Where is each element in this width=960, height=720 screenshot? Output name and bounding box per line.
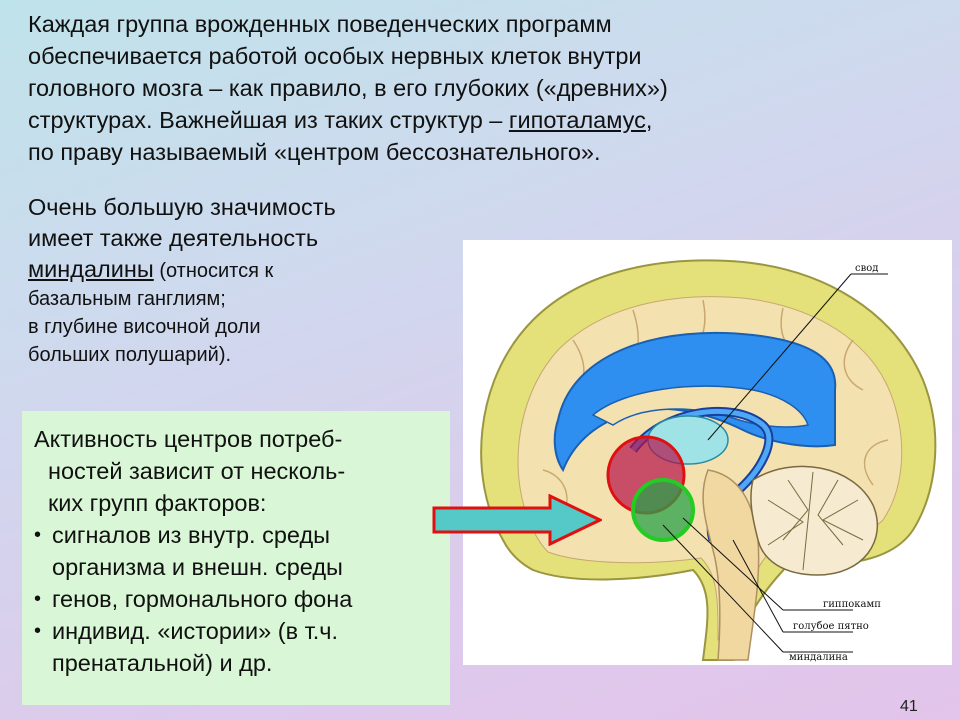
list-item-line-2: пренатальной) и др. (52, 650, 273, 676)
label-amygdala: миндалина (789, 652, 848, 663)
intro-line-4-pre: структурах. Важнейшая из таких структур … (28, 107, 509, 133)
amygdala-line-6: больших полушарий). (28, 344, 232, 366)
page-number: 41 (900, 698, 918, 715)
amygdala-line-5: в глубине височной доли (28, 316, 261, 338)
list-item-line-1: индивид. «истории» (в т.ч. (52, 618, 339, 644)
intro-line-4-post: , (645, 107, 653, 133)
intro-line-5: по праву называемый «центром бессознател… (28, 139, 601, 165)
intro-line-1: Каждая группа врожденных поведенческих п… (28, 11, 612, 37)
intro-line-4: структурах. Важнейшая из таких структур … (28, 104, 848, 136)
arrow-right-icon (432, 493, 604, 547)
bullet-icon: • (34, 620, 42, 642)
brain-diagram: свод гиппокамп голубое пятно миндалина (480, 259, 937, 663)
callout-lead-2: ностей зависит от несколь- (48, 458, 346, 484)
cerebellum (750, 465, 879, 576)
factors-list: • сигналов из внутр. среды организма и в… (34, 519, 440, 679)
label-hippocampus: гиппокамп (823, 599, 881, 610)
list-item-line-2: организма и внешн. среды (52, 554, 343, 580)
list-item: • генов, гормонального фона (34, 583, 440, 615)
amygdala-line-3-post: (относится к (153, 260, 274, 282)
amygdala-line-1: Очень большую значимость (28, 194, 336, 220)
amygdala-paragraph: Очень большую значимость имеет также дея… (28, 192, 468, 369)
amygdala-term: миндалины (28, 256, 154, 282)
bullet-icon: • (34, 524, 42, 546)
brain-illustration: свод гиппокамп голубое пятно миндалина (463, 240, 952, 665)
hypothalamus-term: гипоталамус (508, 107, 646, 133)
list-item: • сигналов из внутр. среды организма и в… (34, 519, 440, 583)
amygdala-line-4: базальным ганглиям; (28, 288, 226, 310)
amygdala-line-2: имеет также деятельность (28, 225, 319, 251)
bullet-icon: • (34, 588, 42, 610)
callout-lead-1: Активность центров потреб- (34, 426, 343, 452)
pointer-arrow (432, 493, 604, 547)
label-locus-coeruleus: голубое пятно (793, 621, 869, 632)
label-svod: свод (855, 263, 878, 274)
callout-lead-3: ких групп факторов: (48, 490, 267, 516)
list-item-line-1: генов, гормонального фона (52, 586, 353, 612)
cerebellum-folia (767, 471, 864, 571)
amygdala-line-3: миндалины (относится к (28, 254, 468, 285)
intro-line-2: обеспечивается работой особых нервных кл… (28, 43, 642, 69)
amygdala-highlight (631, 478, 695, 542)
callout-lead: Активность центров потреб- ностей зависи… (34, 423, 440, 519)
list-item: • индивид. «истории» (в т.ч. пренатально… (34, 615, 440, 679)
list-item-line-1: сигналов из внутр. среды (52, 522, 331, 548)
label-leaders (662, 273, 888, 653)
factors-callout: Активность центров потреб- ностей зависи… (22, 411, 450, 705)
intro-paragraph: Каждая группа врожденных поведенческих п… (28, 8, 848, 168)
intro-line-3: головного мозга – как правило, в его глу… (28, 75, 668, 101)
